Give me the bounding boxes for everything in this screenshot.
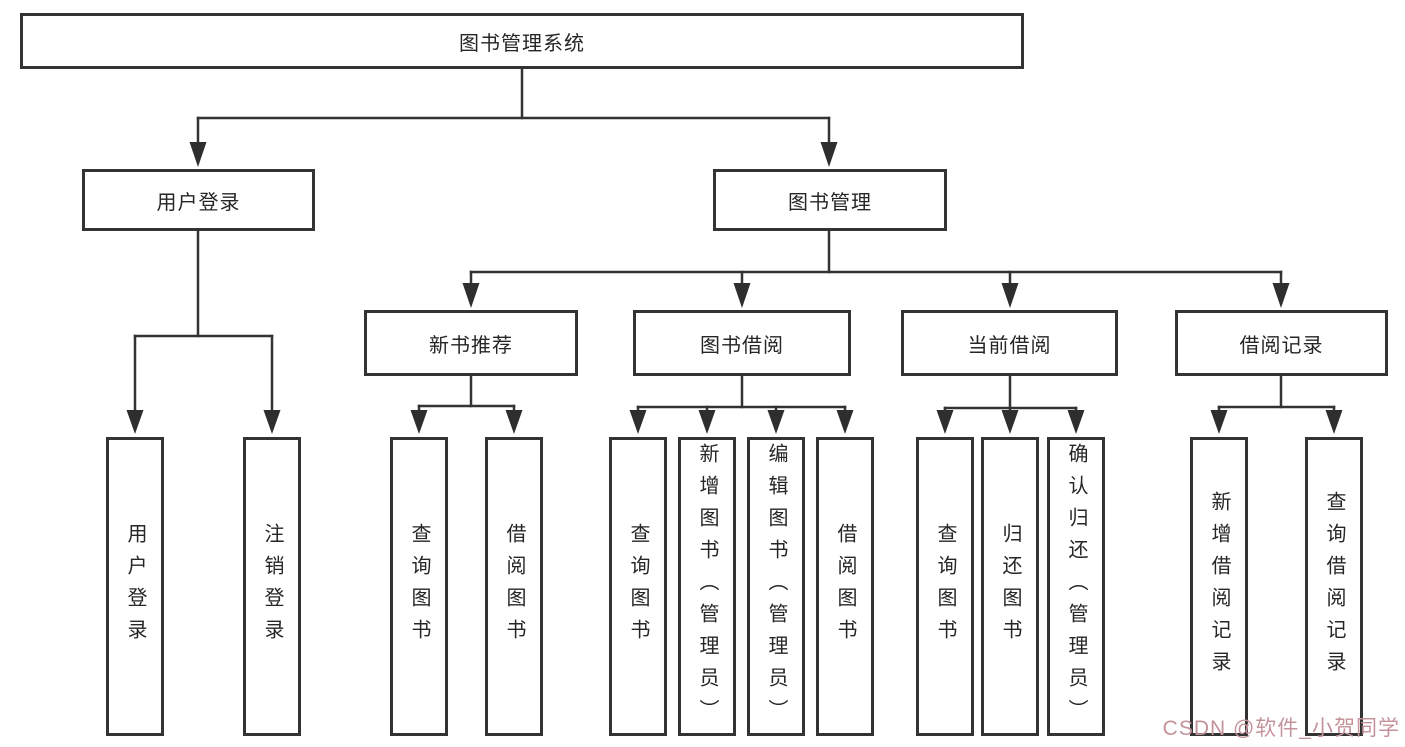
leaf-current-query-books: 查询图书	[916, 437, 974, 736]
leaf-label: 查询图书	[934, 522, 956, 651]
leaf-recommend-borrow-books: 借阅图书	[485, 437, 543, 736]
leaf-label: 新增图书（管理员）	[696, 442, 718, 731]
leaf-return-books: 归还图书	[981, 437, 1039, 736]
csdn-watermark: CSDN @软件_小贺同学	[1162, 717, 1400, 740]
leaf-label: 编辑图书（管理员）	[765, 442, 787, 731]
leaf-label: 查询借阅记录	[1323, 490, 1345, 683]
node-new-book-recommend: 新书推荐	[364, 310, 578, 376]
node-current-borrow: 当前借阅	[901, 310, 1118, 376]
leaf-label: 归还图书	[999, 522, 1021, 651]
leaf-label: 用户登录	[124, 522, 146, 651]
leaf-logout: 注销登录	[243, 437, 301, 736]
node-user-login: 用户登录	[82, 169, 315, 231]
leaf-add-books-admin: 新增图书（管理员）	[678, 437, 736, 736]
leaf-add-borrow-record: 新增借阅记录	[1190, 437, 1248, 736]
leaf-confirm-return-admin: 确认归还（管理员）	[1047, 437, 1105, 736]
leaf-label: 注销登录	[261, 522, 283, 651]
node-book-borrow: 图书借阅	[633, 310, 851, 376]
leaf-label: 新增借阅记录	[1208, 490, 1230, 683]
leaf-label: 确认归还（管理员）	[1065, 442, 1087, 731]
leaf-edit-books-admin: 编辑图书（管理员）	[747, 437, 805, 736]
leaf-label: 借阅图书	[503, 522, 525, 651]
leaf-recommend-query-books: 查询图书	[390, 437, 448, 736]
leaf-label: 查询图书	[408, 522, 430, 651]
leaf-label: 查询图书	[627, 522, 649, 651]
node-book-management: 图书管理	[713, 169, 947, 231]
leaf-user-login: 用户登录	[106, 437, 164, 736]
leaf-query-borrow-record: 查询借阅记录	[1305, 437, 1363, 736]
node-root-library-system: 图书管理系统	[20, 13, 1024, 69]
leaf-label: 借阅图书	[834, 522, 856, 651]
leaf-borrow-books: 借阅图书	[816, 437, 874, 736]
leaf-borrow-query-books: 查询图书	[609, 437, 667, 736]
node-borrow-records: 借阅记录	[1175, 310, 1388, 376]
